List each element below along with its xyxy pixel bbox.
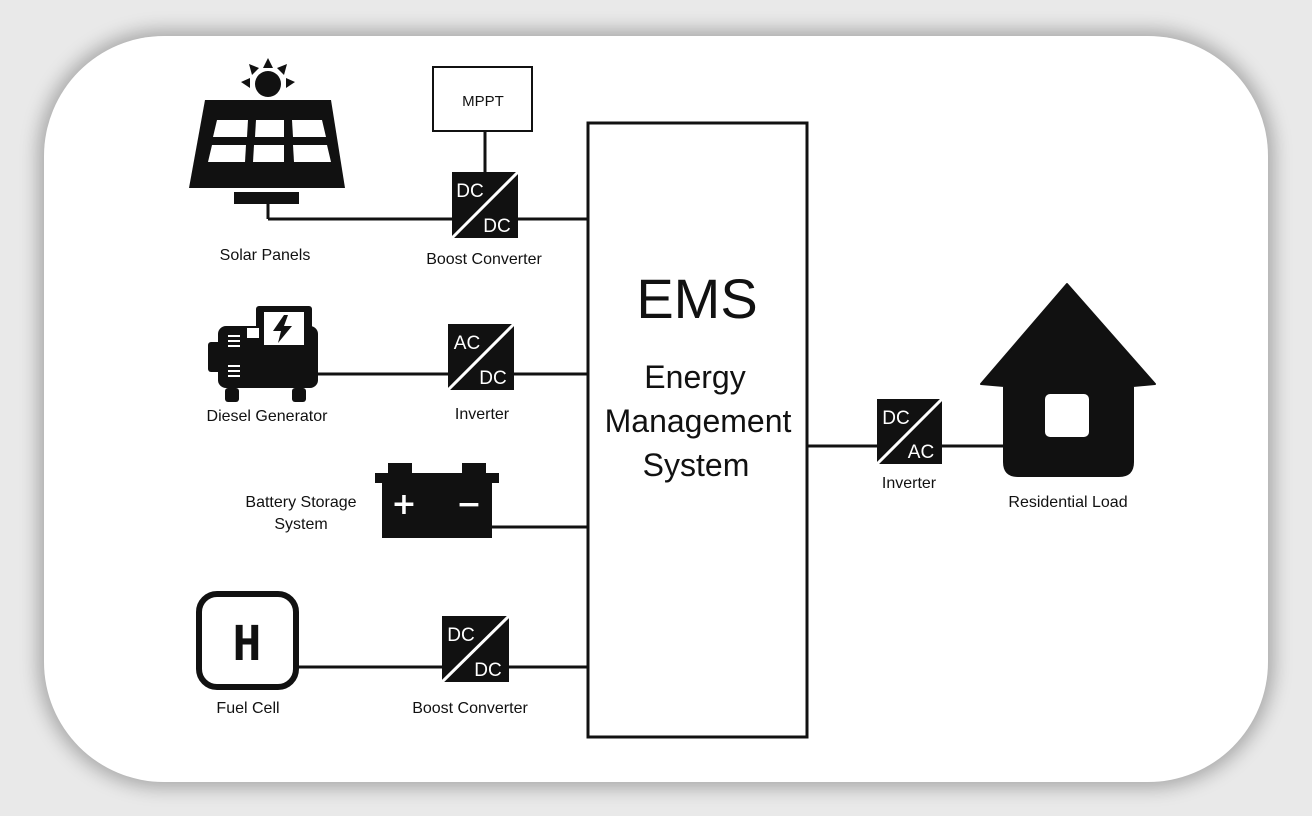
residential-load-label: Residential Load: [1008, 494, 1127, 511]
inverter-converter-1: AC DC: [446, 322, 516, 392]
boost-converter-2-label: Boost Converter: [412, 700, 528, 717]
mppt-box: [432, 66, 533, 132]
converter1-top-label: DC: [456, 181, 483, 202]
ems-line-energy: Energy: [644, 359, 745, 395]
fuel-cell-label: Fuel Cell: [216, 700, 279, 717]
ems-line-management: Management: [605, 403, 792, 439]
ems-title: EMS: [636, 267, 757, 330]
converter4-bottom-label: AC: [908, 442, 934, 463]
battery-minus-icon: −: [456, 487, 481, 522]
hydrogen-symbol: H: [233, 616, 262, 672]
ems-block: [586, 121, 809, 739]
house-icon: [980, 283, 1156, 477]
battery-storage-label-line2: System: [274, 516, 327, 533]
inverter-1-label: Inverter: [455, 406, 510, 423]
diesel-generator-icon: [208, 306, 318, 402]
lightning-icon: [273, 315, 292, 343]
converter4-top-label: DC: [882, 408, 909, 429]
boost-converter-1-label: Boost Converter: [426, 251, 542, 268]
solar-panels-label: Solar Panels: [220, 247, 311, 264]
mppt-label: MPPT: [462, 93, 504, 110]
converter2-bottom-label: DC: [479, 368, 506, 389]
converter3-bottom-label: DC: [474, 660, 501, 681]
inverter-2-label: Inverter: [882, 475, 937, 492]
battery-plus-icon: +: [391, 487, 416, 522]
boost-converter-2: DC DC: [440, 614, 511, 684]
sun-icon: [241, 58, 295, 97]
battery-storage-label-line1: Battery Storage: [245, 494, 356, 511]
boost-converter-1: DC DC: [450, 170, 520, 240]
converter2-top-label: AC: [454, 333, 480, 354]
solar-panel-icon: [189, 58, 345, 204]
converter1-bottom-label: DC: [483, 216, 510, 237]
diesel-generator-label: Diesel Generator: [207, 408, 329, 425]
fuel-cell-icon: H: [196, 591, 299, 690]
ems-line-system: System: [643, 447, 750, 483]
battery-icon: + −: [375, 463, 499, 538]
connection-lines: [266, 131, 1005, 669]
converter3-top-label: DC: [447, 625, 474, 646]
inverter-converter-2: DC AC: [875, 397, 944, 466]
